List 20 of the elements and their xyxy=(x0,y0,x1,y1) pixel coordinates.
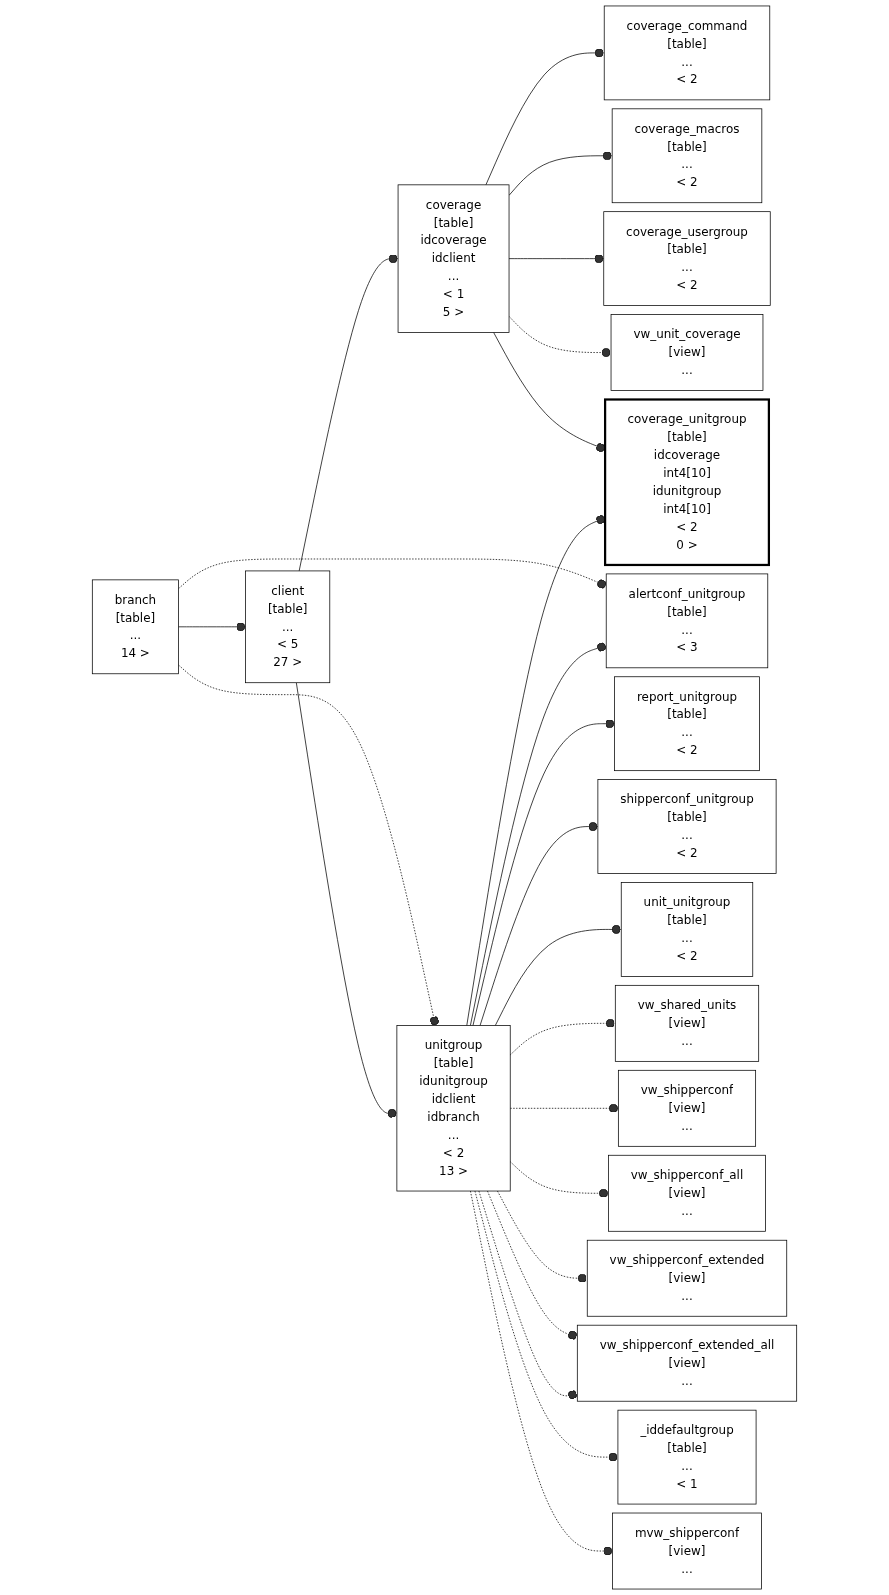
node-box: coverage_usergroup [table] ... < 2 xyxy=(603,211,771,306)
node-box: unit_unitgroup [table] ... < 2 xyxy=(620,882,754,977)
node-box: coverage_unitgroup [table] idcoverage int4[10] idunitgroup int4[10] < 2 0 > xyxy=(604,398,770,567)
node-box: vw_unit_coverage [view] ... xyxy=(610,314,764,391)
node-box: coverage [table] idcoverage idclient ... < 1 5 > xyxy=(397,184,510,333)
node-box: vw_shipperconf_extended_all [view] ... xyxy=(576,1324,798,1402)
node-box: vw_shipperconf_all [view] ... xyxy=(608,1154,766,1232)
node-box: mvw_shipperconf [view] ... xyxy=(612,1512,762,1590)
node-box: client [table] ... < 5 27 > xyxy=(245,570,331,684)
node-box: unitgroup [table] idunitgroup idclient idbranch ... < 2 13 > xyxy=(396,1025,511,1192)
node-box: shipperconf_unitgroup [table] ... < 2 xyxy=(597,779,777,874)
node-box: vw_shared_units [view] ... xyxy=(614,984,760,1062)
node-box: branch [table] ... 14 > xyxy=(91,579,179,675)
node-box: coverage_macros [table] ... < 2 xyxy=(611,108,763,204)
node-box: report_unitgroup [table] ... < 2 xyxy=(614,676,760,772)
node-box: vw_shipperconf_extended [view] ... xyxy=(586,1239,788,1317)
node-box: vw_shipperconf [view] ... xyxy=(617,1069,757,1147)
node-box: coverage_command [table] ... < 2 xyxy=(603,5,771,101)
node-box: alertconf_unitgroup [table] ... < 3 xyxy=(605,573,769,669)
node-box: _iddefaultgroup [table] ... < 1 xyxy=(617,1409,757,1505)
